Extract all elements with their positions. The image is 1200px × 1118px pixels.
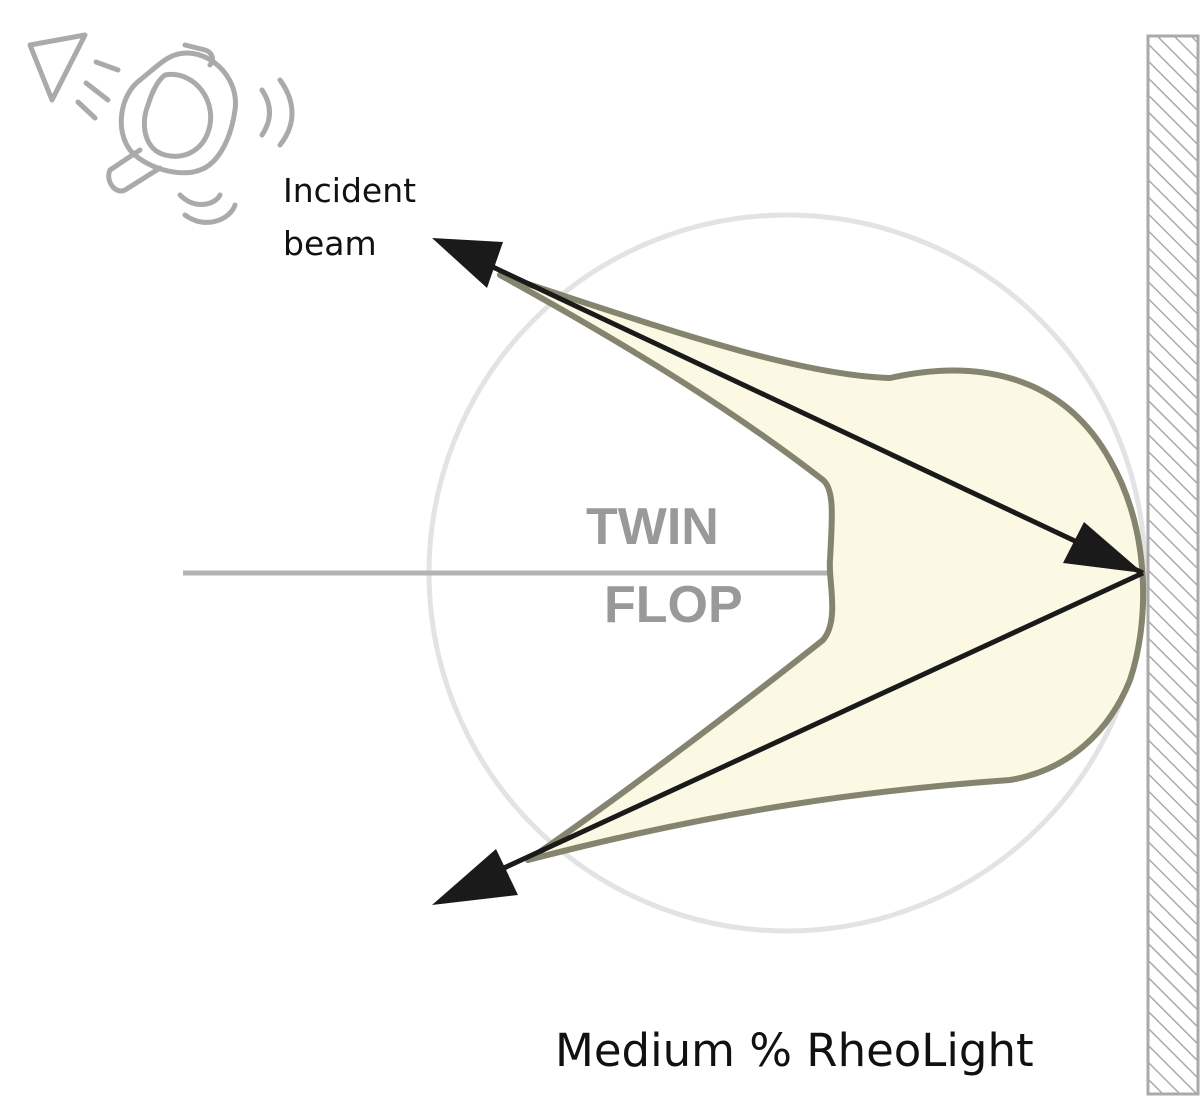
- twin-label: TWIN: [586, 498, 719, 556]
- flop-label: FLOP: [604, 576, 743, 634]
- incident-point-arrowhead: [1063, 522, 1143, 573]
- incident-beam-arrowhead: [432, 238, 503, 288]
- incident-beam-label-line1: Incident: [283, 171, 417, 210]
- flashlight-icon: [27, 32, 295, 225]
- reflected-beam-arrowhead: [432, 849, 518, 905]
- incident-beam-line: [476, 257, 1145, 576]
- caption: Medium % RheoLight: [555, 1024, 1034, 1077]
- reflective-surface: [1146, 34, 1200, 1096]
- incident-beam-label-line2: beam: [283, 224, 377, 263]
- reflected-beam-line: [476, 570, 1145, 883]
- incident-beam-label: Incident beam: [283, 164, 416, 270]
- reflection-lobe: [497, 272, 1147, 863]
